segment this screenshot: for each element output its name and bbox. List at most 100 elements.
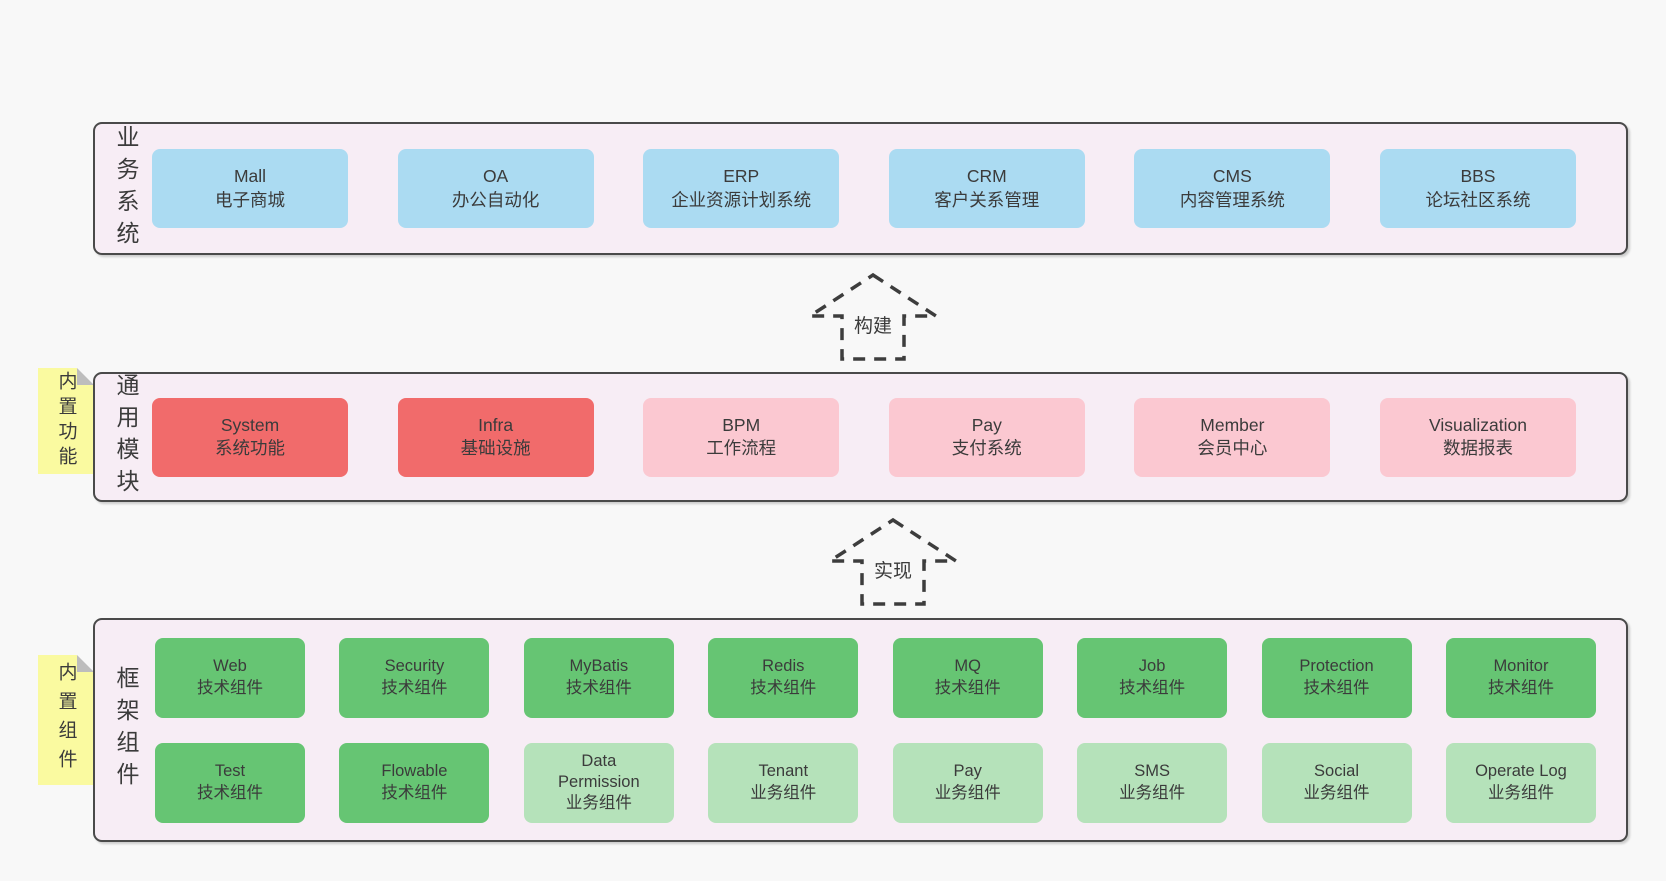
- box-title: Data Permission: [558, 751, 640, 791]
- box-monitor: Monitor 技术组件: [1445, 637, 1596, 718]
- box-subtitle: 内容管理系统: [1179, 189, 1285, 210]
- box-title: ERP: [723, 166, 760, 187]
- build-arrow-label: 构建: [850, 310, 896, 339]
- box-subtitle: 论坛社区系统: [1425, 189, 1531, 210]
- box-title: BPM: [722, 414, 761, 435]
- box-subtitle: 系统功能: [215, 438, 285, 458]
- box-bpm: BPM 工作流程: [643, 397, 840, 477]
- module-box-row: System 系统功能 Infra 基础设施 BPM 工作流程 Pay 支付系统…: [152, 374, 1576, 500]
- component-rows: Web 技术组件 Security 技术组件 MyBatis 技术组件 Redi…: [155, 620, 1596, 840]
- box-title: Member: [1200, 414, 1265, 435]
- box-mq: MQ 技术组件: [892, 637, 1043, 718]
- box-title: CMS: [1212, 166, 1252, 187]
- box-subtitle: 支付系统: [951, 438, 1022, 458]
- box-title: MyBatis: [569, 657, 629, 676]
- box-subtitle: 技术组件: [1487, 678, 1554, 697]
- box-subtitle: 技术组件: [1303, 678, 1370, 697]
- box-title: Protection: [1299, 657, 1374, 676]
- box-title: SMS: [1134, 762, 1170, 781]
- box-subtitle: 业务组件: [750, 783, 817, 802]
- box-subtitle: 业务组件: [1119, 783, 1186, 802]
- box-data-permission: Data Permission 业务组件: [523, 742, 674, 823]
- box-subtitle: 数据报表: [1442, 438, 1513, 458]
- sticky-note-built-in-components: 内置组件: [38, 655, 94, 785]
- box-job: Job 技术组件: [1077, 637, 1228, 718]
- box-subtitle: 电子商城: [215, 189, 285, 210]
- box-erp: ERP 企业资源计划系统: [643, 149, 840, 228]
- sticky-note-label: 内置组件: [55, 662, 77, 778]
- box-sms: SMS 业务组件: [1077, 742, 1228, 823]
- box-subtitle: 业务组件: [1487, 783, 1554, 802]
- box-bbs: BBS 论坛社区系统: [1379, 149, 1576, 228]
- component-row-2: Test 技术组件 Flowable 技术组件 Data Permission …: [155, 742, 1596, 823]
- up-block-arrow-icon: [824, 517, 962, 606]
- box-social: Social 业务组件: [1261, 742, 1412, 823]
- box-subtitle: 客户关系管理: [934, 189, 1040, 210]
- box-visualization: Visualization 数据报表: [1379, 397, 1576, 477]
- box-subtitle: 技术组件: [934, 678, 1001, 697]
- box-subtitle: 技术组件: [381, 783, 448, 802]
- layer-label: 通用模块: [113, 373, 139, 501]
- box-subtitle: 业务组件: [934, 783, 1001, 802]
- implement-arrow-label: 实现: [870, 555, 916, 584]
- box-title: Job: [1138, 657, 1166, 676]
- layer-label: 框架组件: [113, 666, 139, 794]
- box-flowable: Flowable 技术组件: [339, 742, 490, 823]
- box-title: BBS: [1460, 166, 1496, 187]
- box-subtitle: 技术组件: [1119, 678, 1186, 697]
- box-title: Pay: [953, 762, 982, 781]
- box-mybatis: MyBatis 技术组件: [523, 637, 674, 718]
- box-subtitle: 技术组件: [565, 678, 632, 697]
- box-subtitle: 技术组件: [381, 678, 448, 697]
- box-system: System 系统功能: [152, 397, 348, 477]
- box-pay-business: Pay 业务组件: [892, 742, 1043, 823]
- box-title: Redis: [762, 657, 805, 676]
- box-title: Flowable: [381, 762, 448, 781]
- box-title: Visualization: [1429, 414, 1527, 435]
- up-block-arrow-icon: [804, 272, 942, 361]
- box-title: Test: [214, 762, 246, 781]
- box-subtitle: 技术组件: [197, 783, 263, 802]
- box-cms: CMS 内容管理系统: [1134, 149, 1331, 228]
- box-subtitle: 企业资源计划系统: [671, 189, 812, 210]
- box-crm: CRM 客户关系管理: [888, 149, 1085, 228]
- box-title: OA: [482, 166, 509, 187]
- box-oa: OA 办公自动化: [397, 149, 594, 228]
- box-subtitle: 技术组件: [197, 678, 263, 697]
- box-title: Monitor: [1493, 657, 1549, 676]
- box-title: Tenant: [758, 762, 809, 781]
- sticky-note-label: 内置功能: [55, 371, 77, 471]
- box-title: Infra: [478, 414, 514, 435]
- layer-framework-components: 框架组件 Web 技术组件 Security 技术组件 MyBatis 技术组件…: [93, 618, 1628, 842]
- layer-label: 业务系统: [113, 124, 139, 253]
- box-subtitle: 技术组件: [750, 678, 817, 697]
- box-pay: Pay 支付系统: [888, 397, 1085, 477]
- layer-business-systems: 业务系统 Mall 电子商城 OA 办公自动化 ERP 企业资源计划系统 CRM…: [93, 122, 1628, 255]
- box-tenant: Tenant 业务组件: [708, 742, 859, 823]
- box-subtitle: 业务组件: [1303, 783, 1370, 802]
- box-redis: Redis 技术组件: [708, 637, 859, 718]
- box-title: Pay: [971, 414, 1002, 435]
- box-security: Security 技术组件: [339, 637, 490, 718]
- box-title: Web: [213, 657, 247, 676]
- box-subtitle: 业务组件: [565, 794, 632, 813]
- box-member: Member 会员中心: [1134, 397, 1331, 477]
- box-title: Security: [384, 657, 445, 676]
- box-title: Operate Log: [1475, 762, 1567, 781]
- business-box-row: Mall 电子商城 OA 办公自动化 ERP 企业资源计划系统 CRM 客户关系…: [152, 124, 1576, 253]
- box-subtitle: 办公自动化: [451, 189, 540, 210]
- box-subtitle: 基础设施: [460, 438, 531, 458]
- box-title: Social: [1314, 762, 1359, 781]
- box-infra: Infra 基础设施: [397, 397, 594, 477]
- box-subtitle: 工作流程: [706, 438, 777, 458]
- build-arrow: 构建: [804, 272, 942, 362]
- box-test: Test 技术组件: [155, 742, 305, 823]
- component-row-1: Web 技术组件 Security 技术组件 MyBatis 技术组件 Redi…: [155, 637, 1596, 718]
- box-web: Web 技术组件: [155, 637, 305, 718]
- box-mall: Mall 电子商城: [152, 149, 348, 228]
- layer-common-modules: 通用模块 System 系统功能 Infra 基础设施 BPM 工作流程 Pay…: [93, 372, 1628, 502]
- box-title: Mall: [233, 166, 267, 187]
- box-operate-log: Operate Log 业务组件: [1445, 742, 1596, 823]
- box-title: CRM: [966, 166, 1007, 187]
